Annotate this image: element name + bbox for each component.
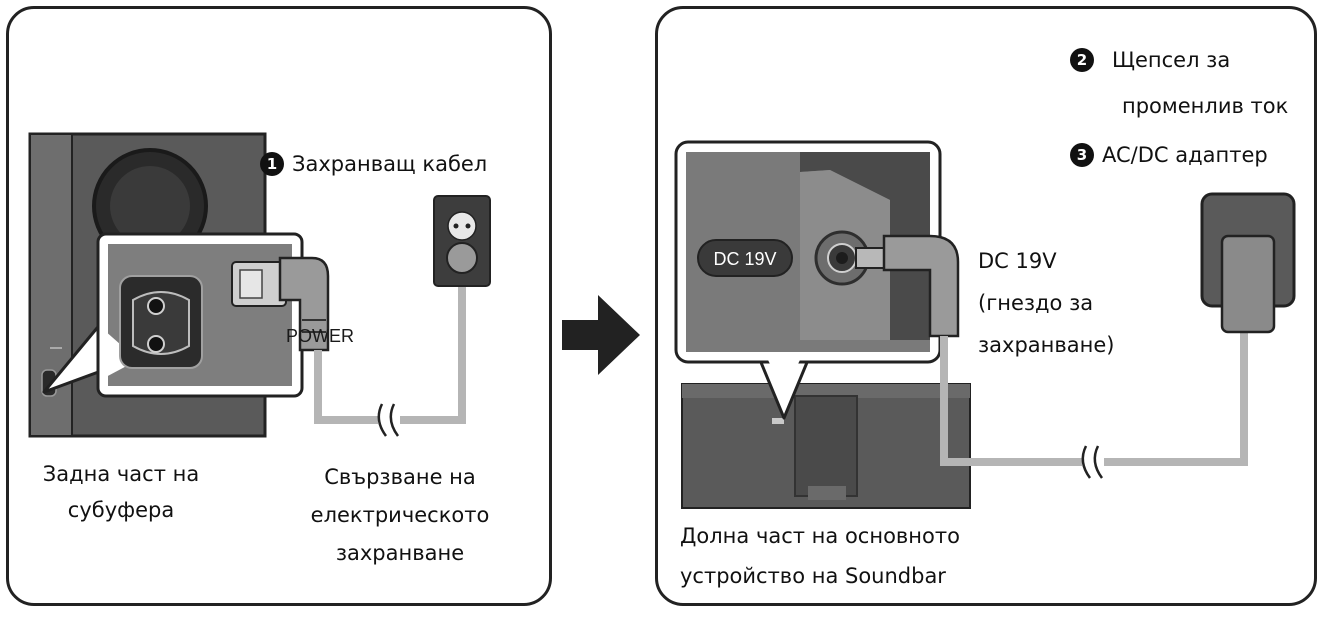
label-soundbar-bottom-line2: устройство на Soundbar xyxy=(680,564,946,588)
label-ac-plug-line2: променлив ток xyxy=(1122,94,1289,118)
label-ac-plug: 2 Щепсел за xyxy=(1070,42,1230,78)
label-connect-power-line3: захранване xyxy=(335,541,465,565)
label-soundbar-bottom: Долна част на основното устройство на So… xyxy=(680,516,960,596)
label-dc-jack-line3: захранване) xyxy=(978,333,1115,357)
label-power-cable: 1 Захранващ кабел xyxy=(260,146,487,182)
label-dc-jack: DC 19V (гнездо за захранване) xyxy=(978,240,1114,366)
label-subwoofer-rear-line2: субуфера xyxy=(67,498,175,522)
label-connect-power-line1: Свързване на xyxy=(324,465,476,489)
dc-plug-connector xyxy=(855,234,960,338)
label-connect-power-line2: електрическото xyxy=(310,503,490,527)
label-power-port: POWER xyxy=(286,326,355,346)
label-dc-jack-line1: DC 19V xyxy=(978,249,1057,273)
power-plug-connector xyxy=(231,256,330,352)
cable-break-icon xyxy=(377,403,400,437)
label-power-cable-text: Захранващ кабел xyxy=(292,152,488,176)
number-badge-1: 1 xyxy=(260,152,284,176)
number-badge-3: 3 xyxy=(1070,143,1094,167)
label-subwoofer-rear-line1: Задна част на xyxy=(42,462,200,486)
label-connect-power: Свързване на електрическото захранване xyxy=(290,458,510,572)
dc-cable-line xyxy=(940,330,1248,466)
dc-jack-callout xyxy=(674,140,942,420)
wall-socket-icon xyxy=(433,195,491,287)
power-cable-line xyxy=(314,285,466,424)
soundbar-bottom xyxy=(681,383,971,509)
label-adapter-text: AC/DC адаптер xyxy=(1102,143,1268,167)
label-dc-jack-line2: (гнездо за xyxy=(978,291,1094,315)
label-adapter: 3 AC/DC адаптер xyxy=(1070,137,1268,173)
right-arrow-icon xyxy=(562,295,640,375)
label-subwoofer-rear: Задна част на субуфера xyxy=(36,456,206,528)
label-ac-plug-line1: Щепсел за xyxy=(1112,48,1231,72)
cable-break-icon xyxy=(1081,445,1104,479)
dc-badge-text: DC 19V xyxy=(713,249,776,269)
adapter-icon xyxy=(1200,192,1296,334)
label-soundbar-bottom-line1: Долна част на основното xyxy=(680,524,960,548)
number-badge-2: 2 xyxy=(1070,48,1094,72)
dc-badge: DC 19V xyxy=(697,239,793,277)
